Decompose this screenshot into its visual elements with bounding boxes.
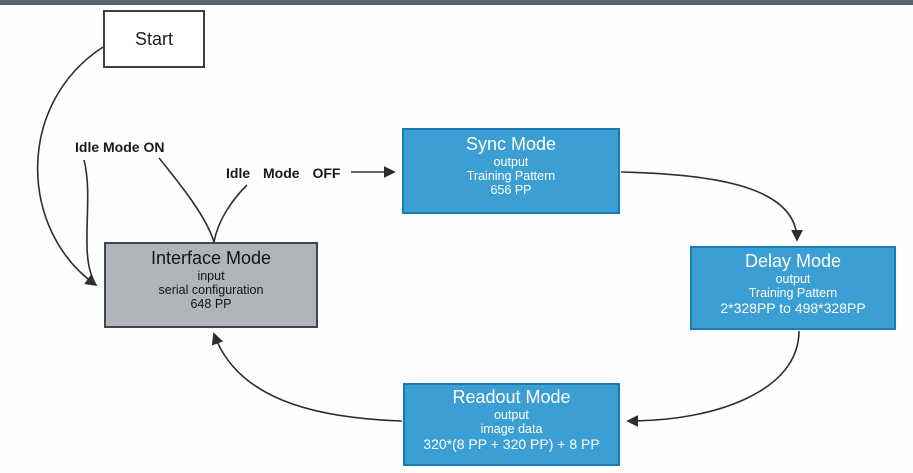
sync-mode-line: Training Pattern xyxy=(466,169,556,183)
start-node-label: Start xyxy=(134,28,173,49)
delay-mode-line: 2*328PP to 498*328PP xyxy=(720,300,866,316)
delay-mode-title: Delay Mode xyxy=(744,251,842,271)
delay-mode-line: output xyxy=(775,272,811,286)
idle-mode-off-label: Idle Mode OFF xyxy=(226,165,341,181)
arrow-delay-to-readout xyxy=(626,330,800,427)
sync-mode-line: output xyxy=(493,155,529,169)
readout-mode-node: Readout Mode output image data 320*(8 PP… xyxy=(403,383,620,466)
idle-mode-on-label: Idle Mode ON xyxy=(75,139,165,155)
curve-interface-top-to-idle-off xyxy=(213,184,248,243)
readout-mode-line: image data xyxy=(480,422,543,436)
curve-idle-on-to-interface-left xyxy=(83,159,95,282)
delay-mode-node: Delay Mode output Training Pattern 2*328… xyxy=(690,246,896,330)
interface-mode-title: Interface Mode xyxy=(150,248,272,268)
arrow-readout-to-interface xyxy=(211,332,403,422)
arrow-start-to-interface xyxy=(36,46,104,287)
readout-mode-line: output xyxy=(494,408,529,422)
readout-mode-line: 320*(8 PP + 320 PP) + 8 PP xyxy=(423,436,600,452)
interface-mode-line: serial configuration xyxy=(158,283,264,297)
curve-idle-on-to-interface-top xyxy=(158,157,215,243)
sync-mode-node: Sync Mode output Training Pattern 656 PP xyxy=(402,128,620,214)
readout-mode-title: Readout Mode xyxy=(452,387,571,407)
sync-mode-line: 656 PP xyxy=(490,183,532,197)
interface-mode-node: Interface Mode input serial configuratio… xyxy=(104,242,318,328)
arrow-sync-to-delay xyxy=(620,171,803,242)
sync-mode-title: Sync Mode xyxy=(465,134,557,154)
interface-mode-line: 648 PP xyxy=(190,297,232,311)
interface-mode-line: input xyxy=(197,269,225,283)
top-divider-bar xyxy=(0,0,913,5)
delay-mode-line: Training Pattern xyxy=(748,286,838,300)
start-node: Start xyxy=(103,10,205,68)
